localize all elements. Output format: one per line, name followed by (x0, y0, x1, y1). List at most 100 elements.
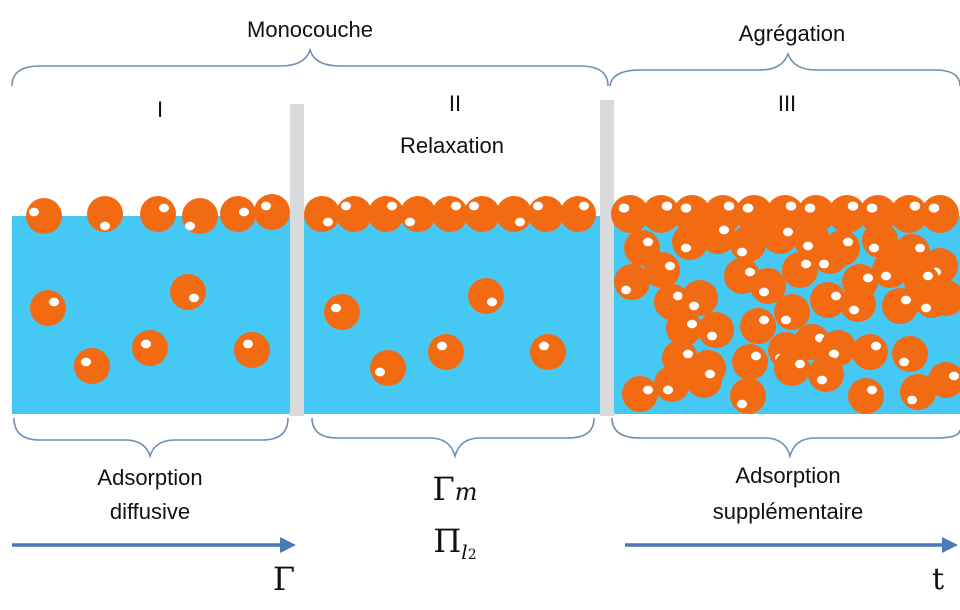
particle (810, 282, 846, 318)
particle (808, 356, 844, 392)
particle (852, 334, 888, 370)
particle (892, 336, 928, 372)
particle-highlight (468, 201, 480, 211)
particle (735, 195, 773, 233)
particles-group (26, 194, 960, 414)
particle-highlight (340, 201, 352, 211)
particle-highlight (260, 201, 272, 211)
particle-highlight (374, 367, 386, 377)
particle (812, 238, 848, 274)
particle-highlight (436, 341, 448, 351)
region-2-label: II (448, 91, 462, 116)
particle-highlight (322, 217, 334, 227)
particle (673, 195, 711, 233)
particle-highlight (706, 331, 718, 341)
particle (368, 196, 404, 232)
particle (304, 196, 340, 232)
particle (560, 196, 596, 232)
particle-highlight (920, 303, 932, 313)
particle (914, 282, 950, 318)
particle-highlight (486, 297, 498, 307)
particle-highlight (866, 203, 878, 213)
particle (234, 332, 270, 368)
particle-highlight (750, 351, 762, 361)
particle-highlight (538, 341, 550, 351)
particle-highlight (620, 285, 632, 295)
particle-highlight (99, 221, 111, 231)
particle-highlight (818, 259, 830, 269)
particle-highlight (758, 287, 770, 297)
particle (859, 195, 897, 233)
particle (400, 196, 436, 232)
pi-base: Π (433, 522, 462, 560)
particle-highlight (900, 295, 912, 305)
particle (774, 350, 810, 386)
particle-highlight (718, 225, 730, 235)
time-symbol: t (931, 562, 945, 597)
particle (698, 312, 734, 348)
particle-highlight (532, 201, 544, 211)
particle-highlight (680, 243, 692, 253)
particle (30, 290, 66, 326)
particle (730, 226, 766, 262)
particle-highlight (578, 201, 590, 211)
pi-label: Πl2 (433, 522, 476, 564)
particle-highlight (828, 349, 840, 359)
particle-highlight (736, 399, 748, 409)
particle-highlight (898, 357, 910, 367)
particle (774, 294, 810, 330)
particle-highlight (238, 207, 250, 217)
particle (882, 288, 918, 324)
particle (74, 348, 110, 384)
particle-highlight (672, 291, 684, 301)
particle-highlight (866, 385, 878, 395)
brace-region-3 (611, 417, 960, 459)
arrow-left (12, 537, 296, 553)
particle (740, 308, 776, 344)
particle-highlight (404, 217, 416, 227)
particle-highlight (661, 201, 673, 211)
particle-highlight (847, 201, 859, 211)
particle-highlight (48, 297, 60, 307)
region-1-label: I (156, 97, 164, 122)
particle-highlight (642, 385, 654, 395)
gamma-symbol: Γ (272, 560, 296, 598)
particle (928, 362, 960, 398)
particle-highlight (330, 303, 342, 313)
brace-region-2 (311, 417, 595, 459)
particle-highlight (800, 259, 812, 269)
particle (170, 274, 206, 310)
particle-highlight (80, 357, 92, 367)
particle-highlight (868, 243, 880, 253)
particle (730, 378, 766, 414)
particle (132, 330, 168, 366)
monolayer-label: Monocouche (247, 17, 373, 42)
aggregation-label: Agrégation (738, 21, 846, 46)
particle (732, 344, 768, 380)
particle-highlight (830, 291, 842, 301)
particle (848, 378, 884, 414)
particle-highlight (782, 227, 794, 237)
particle-highlight (802, 241, 814, 251)
brace-aggregation (609, 51, 960, 87)
particle-highlight (922, 271, 934, 281)
particle-highlight (880, 271, 892, 281)
particle-highlight (686, 319, 698, 329)
particle-highlight (450, 201, 462, 211)
particle-highlight (184, 221, 196, 231)
particle-highlight (848, 305, 860, 315)
arrow-right (625, 537, 958, 553)
pi-sub: l (461, 540, 468, 565)
particle (672, 224, 708, 260)
particle-highlight (680, 203, 692, 213)
particle-highlight (642, 237, 654, 247)
particle (324, 294, 360, 330)
divider-1-2 (290, 104, 304, 416)
particle (468, 278, 504, 314)
gamma-m-label: Γm (433, 470, 478, 508)
particle (220, 196, 256, 232)
particle-highlight (914, 243, 926, 253)
particle-highlight (688, 301, 700, 311)
particle-highlight (618, 203, 630, 213)
particle (530, 334, 566, 370)
